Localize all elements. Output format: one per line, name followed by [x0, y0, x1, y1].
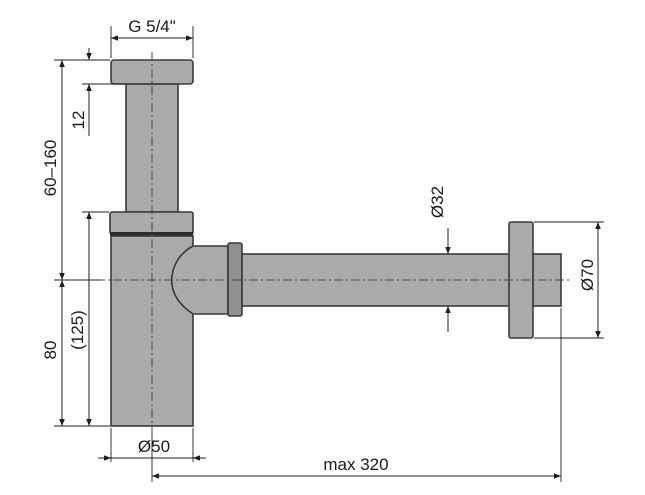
label-max-length: max 320 — [323, 455, 388, 474]
dim-thread: G 5/4" — [110, 17, 194, 58]
dim-rosette-diameter: Ø70 — [534, 221, 604, 339]
label-rosette-diameter: Ø70 — [578, 259, 597, 291]
label-pipe-diameter: Ø32 — [428, 186, 447, 218]
dim-max-length: max 320 — [151, 308, 562, 482]
label-cap-height: 12 — [69, 111, 88, 130]
center-lines — [96, 52, 572, 432]
label-upper-range: 60–160 — [41, 140, 60, 197]
dim-lower-height: 80 — [41, 280, 110, 427]
label-thread: G 5/4" — [128, 17, 176, 36]
label-body-diameter: Ø50 — [138, 437, 170, 456]
label-lower-height: 80 — [41, 341, 60, 360]
dim-lower-height-alt: (125) — [68, 211, 109, 426]
bottle-trap — [109, 59, 562, 427]
dim-pipe-diameter: Ø32 — [428, 186, 451, 332]
dim-cap-height: 12 — [69, 48, 125, 136]
label-lower-height-alt: (125) — [68, 310, 87, 350]
dim-upper-range: 60–160 — [41, 59, 100, 281]
